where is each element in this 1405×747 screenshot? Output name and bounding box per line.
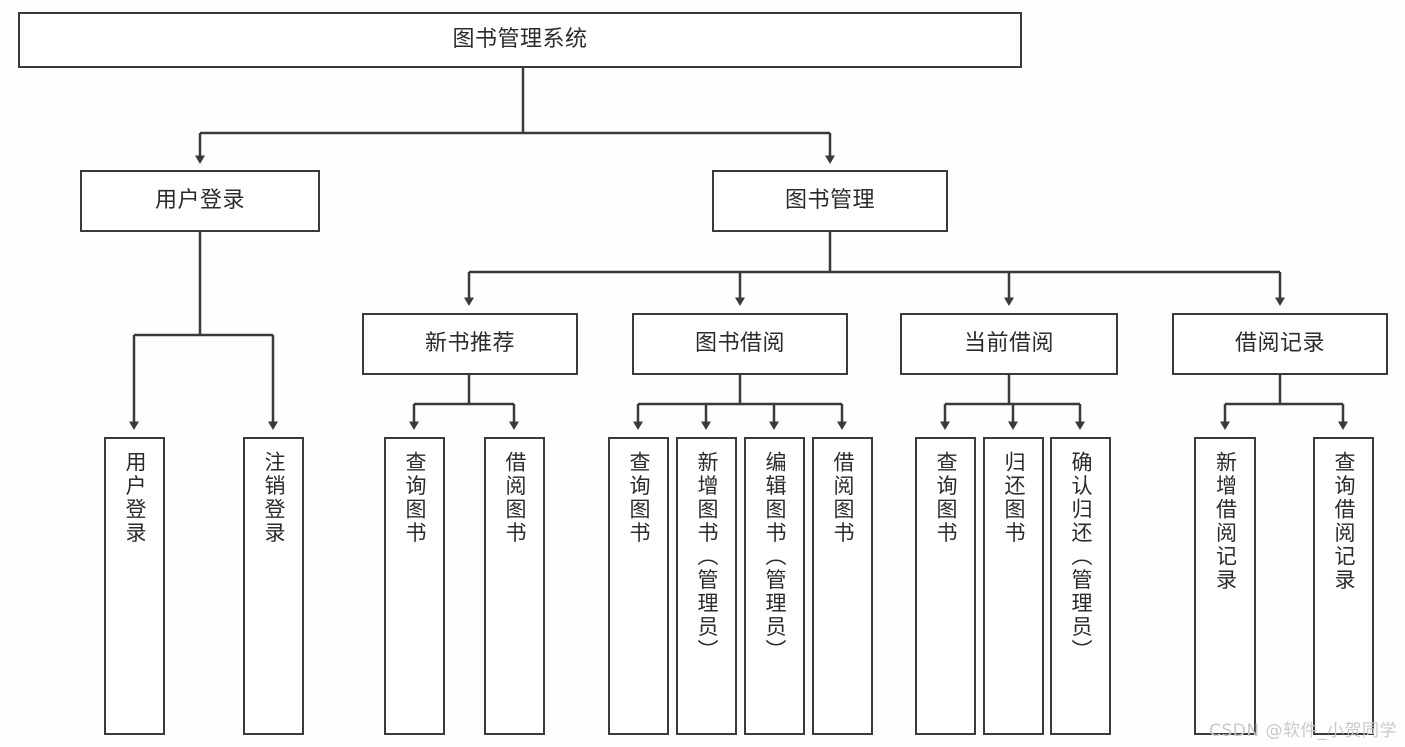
node-leaf-query-record-label: 查询借阅记录 (1332, 451, 1356, 592)
node-leaf-add-record[interactable]: 新增借阅记录 (1194, 437, 1256, 735)
node-borrow-record[interactable]: 借阅记录 (1172, 313, 1388, 375)
node-root[interactable]: 图书管理系统 (18, 12, 1022, 68)
node-leaf-query-book-1[interactable]: 查询图书 (384, 437, 445, 735)
node-leaf-query-book-1-label: 查询图书 (403, 451, 427, 545)
node-book-borrow[interactable]: 图书借阅 (632, 313, 848, 375)
node-borrow-record-label: 借阅记录 (1234, 331, 1325, 357)
node-leaf-user-login[interactable]: 用户登录 (104, 437, 165, 735)
node-leaf-query-book-3[interactable]: 查询图书 (915, 437, 976, 735)
node-leaf-add-book[interactable]: 新增图书（管理员） (676, 437, 737, 735)
node-leaf-edit-book-label: 编辑图书（管理员） (763, 451, 787, 663)
node-leaf-borrow-book-1[interactable]: 借阅图书 (484, 437, 545, 735)
node-leaf-query-book-2[interactable]: 查询图书 (608, 437, 669, 735)
node-leaf-logout-login[interactable]: 注销登录 (243, 437, 304, 735)
node-leaf-return-book[interactable]: 归还图书 (983, 437, 1044, 735)
node-leaf-query-record[interactable]: 查询借阅记录 (1313, 437, 1374, 735)
node-root-label: 图书管理系统 (452, 27, 588, 53)
node-leaf-query-book-3-label: 查询图书 (934, 451, 958, 545)
node-book-management-label: 图书管理 (784, 188, 875, 214)
node-leaf-return-book-label: 归还图书 (1002, 451, 1026, 545)
node-book-borrow-label: 图书借阅 (694, 331, 785, 357)
node-new-book-recommend[interactable]: 新书推荐 (362, 313, 578, 375)
node-new-book-recommend-label: 新书推荐 (424, 331, 515, 357)
node-leaf-edit-book[interactable]: 编辑图书（管理员） (744, 437, 805, 735)
node-leaf-add-book-label: 新增图书（管理员） (695, 451, 719, 663)
csdn-watermark: CSDN @软件_小贺同学 (1209, 721, 1397, 741)
node-leaf-borrow-book-2-label: 借阅图书 (831, 451, 855, 545)
node-leaf-borrow-book-2[interactable]: 借阅图书 (812, 437, 873, 735)
node-leaf-confirm-return[interactable]: 确认归还（管理员） (1050, 437, 1111, 735)
node-leaf-borrow-book-1-label: 借阅图书 (503, 451, 527, 545)
node-current-borrow[interactable]: 当前借阅 (900, 313, 1118, 375)
node-leaf-user-login-label: 用户登录 (123, 451, 147, 545)
node-user-login-label: 用户登录 (154, 188, 245, 214)
node-leaf-query-book-2-label: 查询图书 (627, 451, 651, 545)
node-current-borrow-label: 当前借阅 (963, 331, 1054, 357)
node-leaf-logout-login-label: 注销登录 (262, 451, 286, 545)
node-user-login[interactable]: 用户登录 (80, 170, 320, 232)
node-book-management[interactable]: 图书管理 (712, 170, 948, 232)
node-leaf-add-record-label: 新增借阅记录 (1213, 451, 1238, 592)
node-leaf-confirm-return-label: 确认归还（管理员） (1069, 451, 1093, 663)
